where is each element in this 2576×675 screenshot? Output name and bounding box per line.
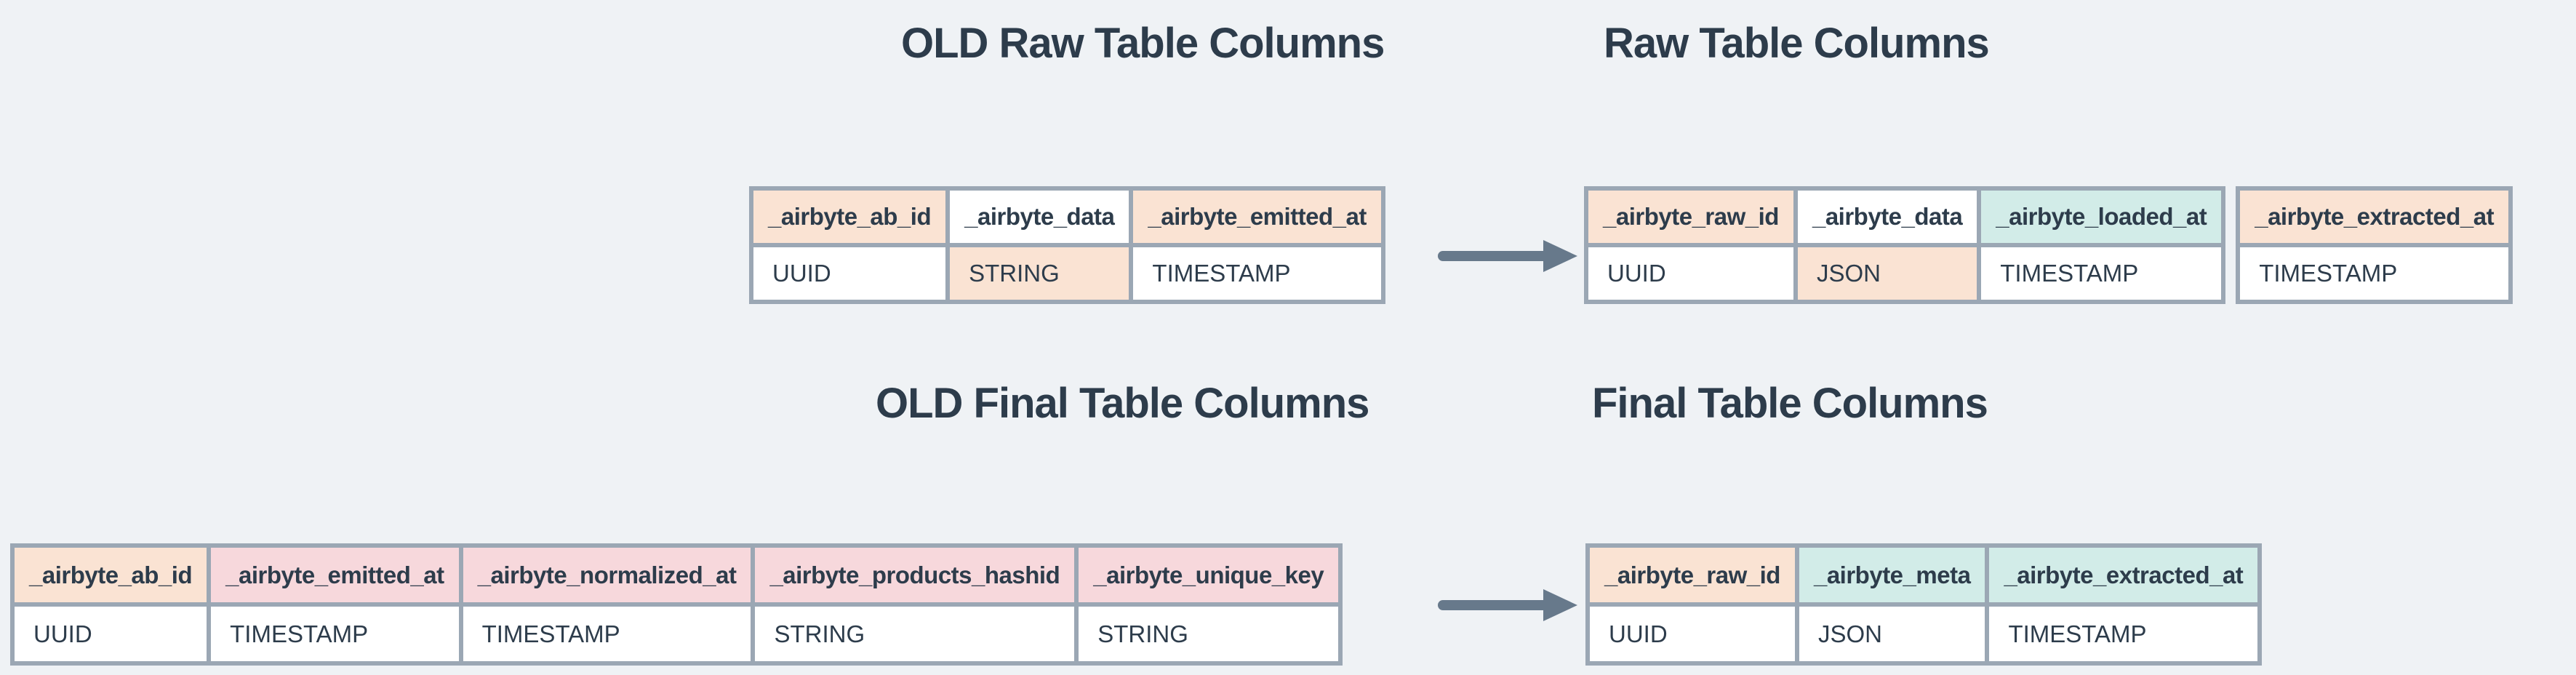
- column-name-cell: _airbyte_raw_id: [1590, 548, 1795, 602]
- column-type-cell: TIMESTAMP: [1133, 247, 1381, 300]
- column-type-cell: UUID: [753, 247, 946, 300]
- raw-migration-arrow-right-icon: [1438, 240, 1577, 272]
- column-name-cell: _airbyte_ab_id: [15, 548, 207, 602]
- column-type-cell: TIMESTAMP: [1989, 607, 2258, 661]
- column-type-cell: UUID: [15, 607, 207, 661]
- column-type-cell: UUID: [1588, 247, 1793, 300]
- column-type-cell: TIMESTAMP: [211, 607, 459, 661]
- column-name-cell: _airbyte_raw_id: [1588, 191, 1793, 243]
- column-name-cell: _airbyte_meta: [1799, 548, 1985, 602]
- column-type-cell: TIMESTAMP: [2240, 247, 2509, 300]
- column-name-cell: _airbyte_data: [1797, 191, 1977, 243]
- column-type-cell: STRING: [950, 247, 1129, 300]
- column-type-cell: JSON: [1797, 247, 1977, 300]
- old-final-table-columns-title: OLD Final Table Columns: [876, 380, 1369, 427]
- final-table-columns-title: Final Table Columns: [1592, 380, 1988, 427]
- column-type-cell: UUID: [1590, 607, 1795, 661]
- column-name-cell: _airbyte_loaded_at: [1981, 191, 2222, 243]
- column-name-cell: _airbyte_unique_key: [1079, 548, 1339, 602]
- column-name-cell: _airbyte_extracted_at: [2240, 191, 2509, 243]
- column-type-cell: JSON: [1799, 607, 1985, 661]
- column-name-cell: _airbyte_data: [950, 191, 1129, 243]
- column-name-cell: _airbyte_emitted_at: [211, 548, 459, 602]
- old-raw-table-columns-title: OLD Raw Table Columns: [901, 20, 1385, 67]
- column-type-cell: STRING: [755, 607, 1075, 661]
- raw-table-columns-title: Raw Table Columns: [1604, 20, 1990, 67]
- column-name-cell: _airbyte_extracted_at: [1989, 548, 2258, 602]
- column-name-cell: _airbyte_emitted_at: [1133, 191, 1381, 243]
- column-type-cell: TIMESTAMP: [463, 607, 751, 661]
- column-name-cell: _airbyte_ab_id: [753, 191, 946, 243]
- column-type-cell: STRING: [1079, 607, 1339, 661]
- column-name-cell: _airbyte_normalized_at: [463, 548, 751, 602]
- column-name-cell: _airbyte_products_hashid: [755, 548, 1075, 602]
- final-migration-arrow-right-icon: [1438, 589, 1577, 621]
- column-type-cell: TIMESTAMP: [1981, 247, 2222, 300]
